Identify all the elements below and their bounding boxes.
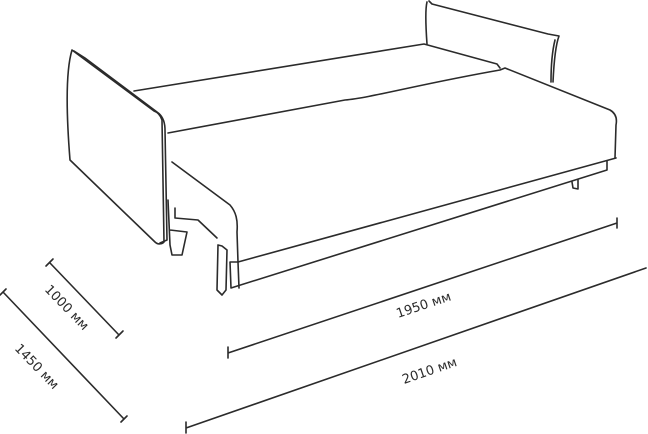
dimension-2010: 2010 мм (185, 267, 647, 434)
dimension-1000: 1000 мм (41, 258, 124, 339)
dimension-label-1000: 1000 мм (41, 282, 91, 333)
right-back-armrest (425, 0, 560, 83)
dimension-label-2010: 2010 мм (400, 355, 459, 388)
legs (167, 179, 579, 296)
mattress (167, 67, 618, 289)
dimension-label-1450: 1450 мм (11, 341, 61, 392)
dimension-1950: 1950 мм (227, 217, 618, 359)
left-armrest (66, 49, 168, 245)
backrest-seat (133, 43, 501, 92)
